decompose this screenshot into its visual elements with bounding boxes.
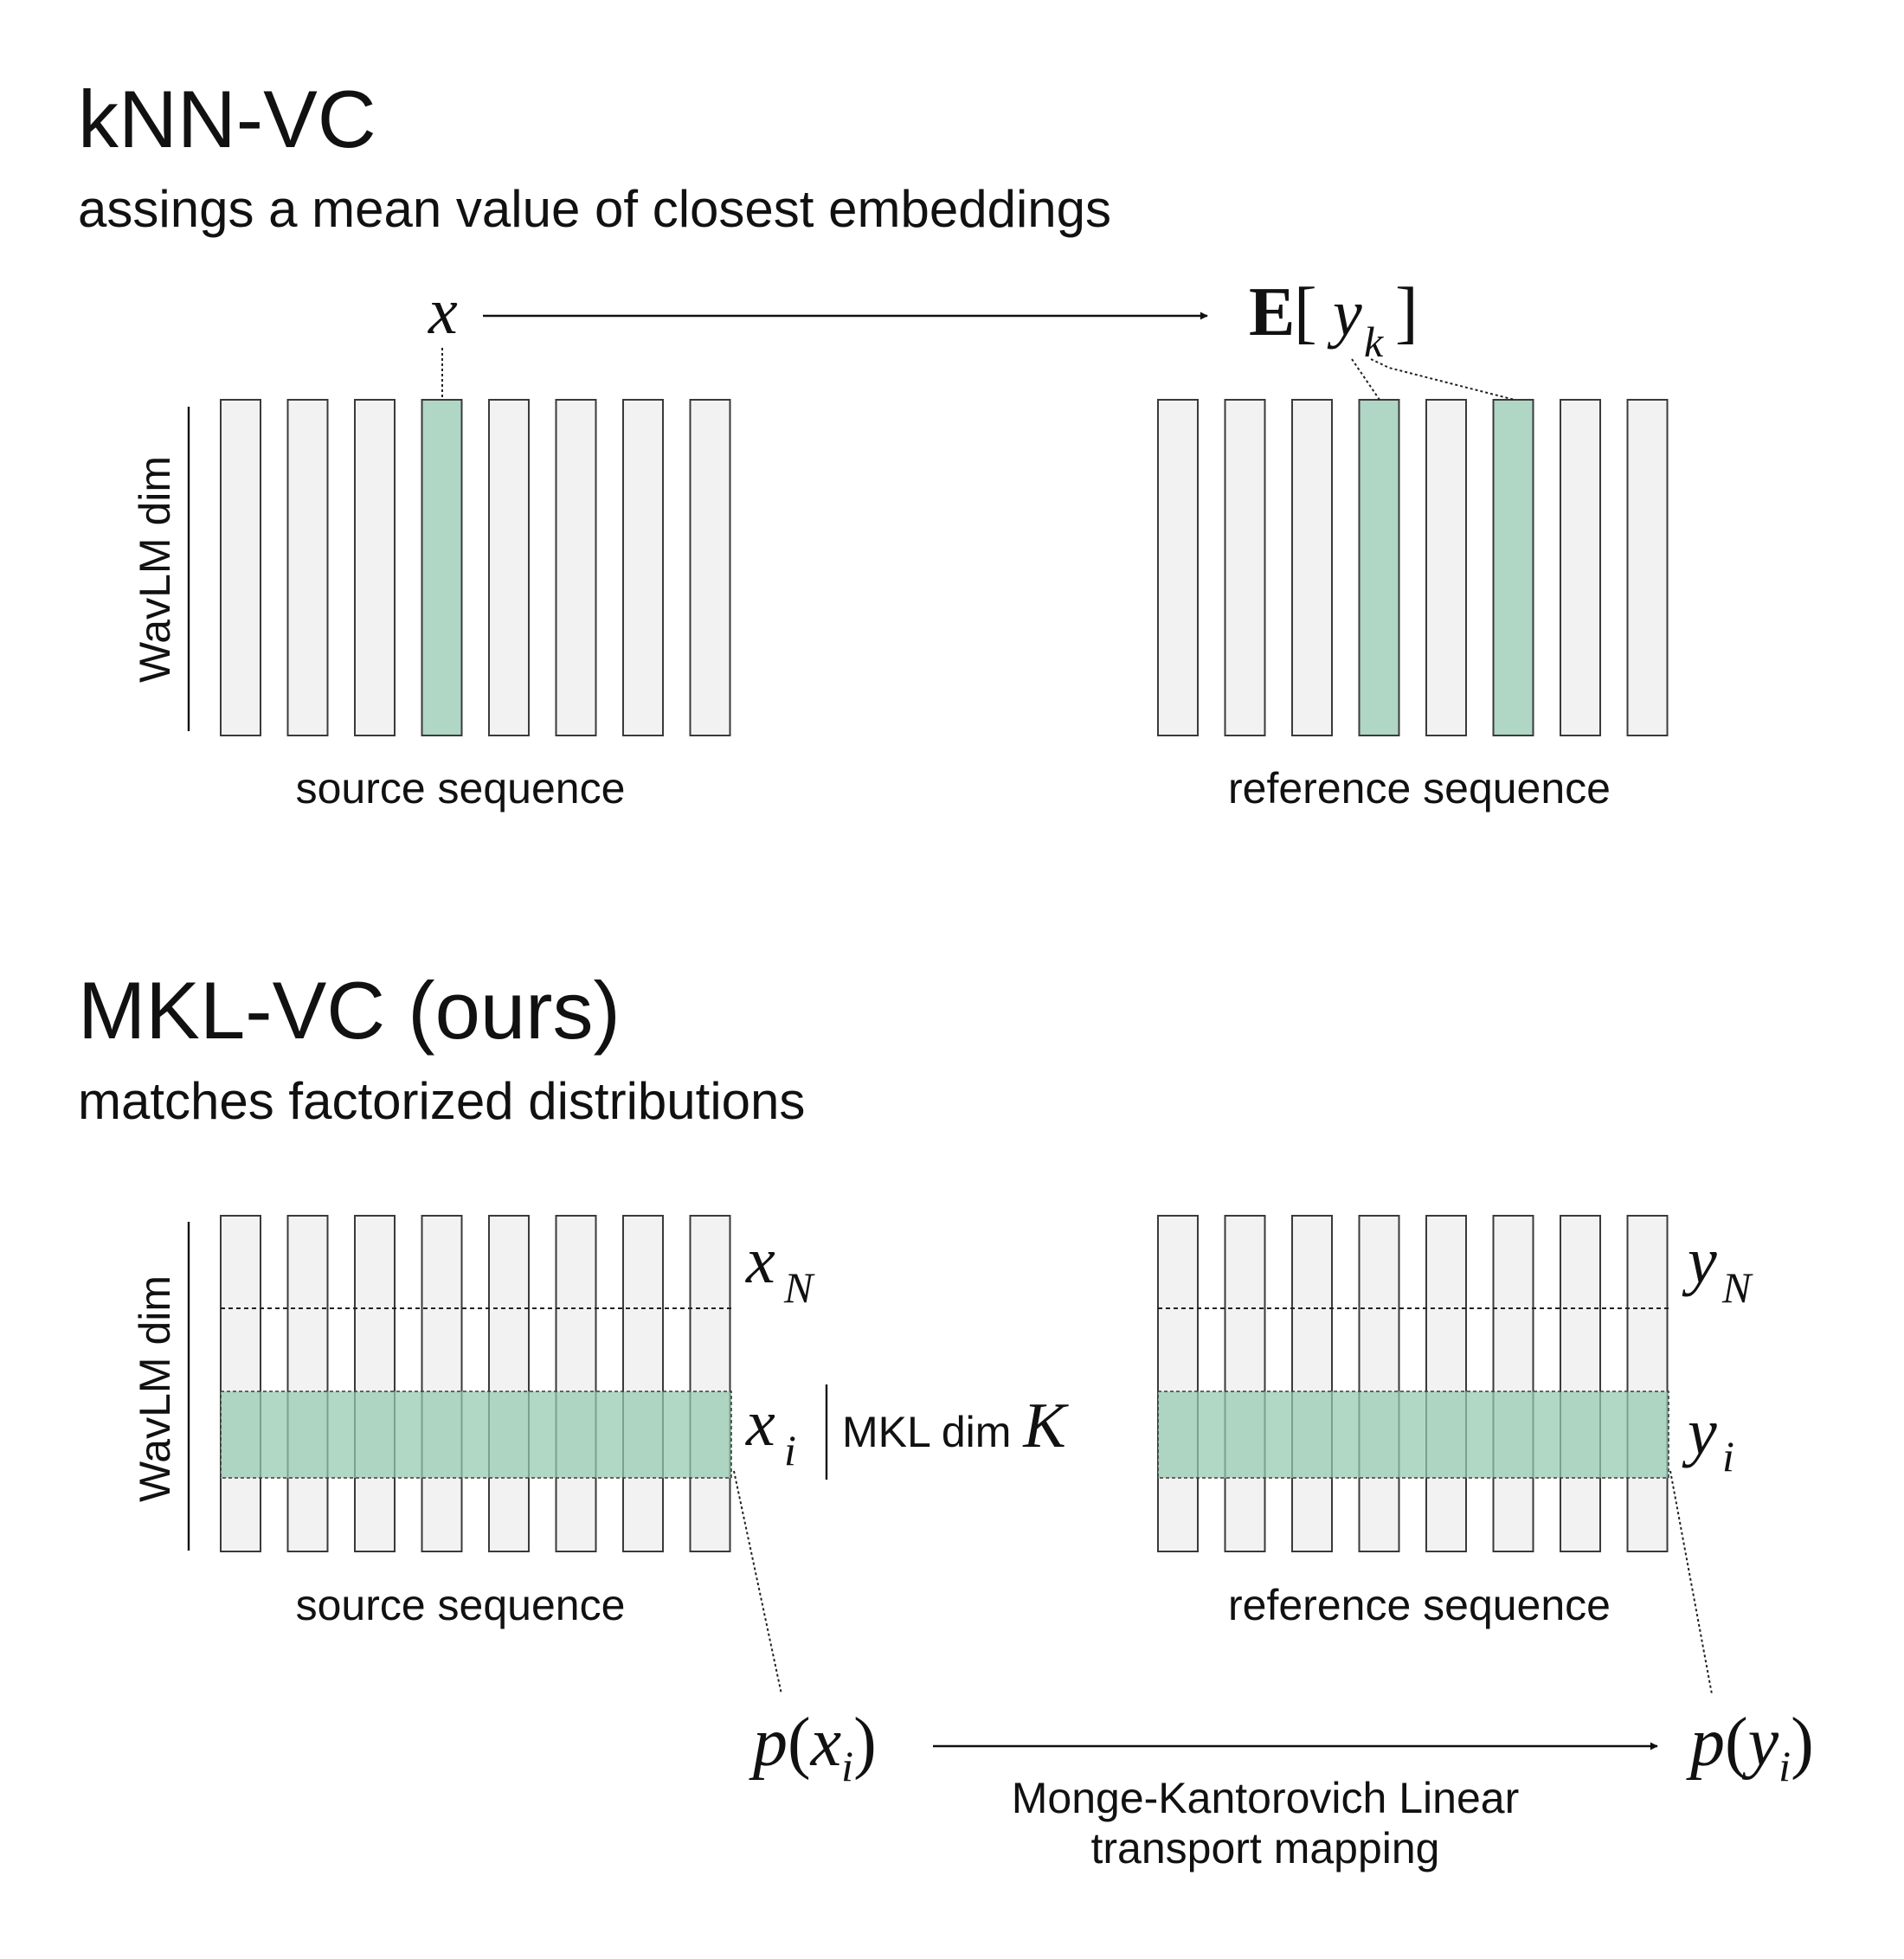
knn-vc-title: kNN-VC [78, 74, 376, 164]
mapping-label-line2: transport mapping [1090, 1824, 1439, 1872]
bottom-reference-bar-4 [1358, 1215, 1400, 1552]
bottom-reference-sequence [1157, 1215, 1669, 1552]
bottom-source-bar-1 [220, 1215, 261, 1552]
top-source-bar-5 [488, 399, 530, 736]
reference-yn-subscript: N [1721, 1263, 1753, 1312]
top-reference-bar-8 [1626, 399, 1669, 736]
expectation-symbol: E [1249, 274, 1295, 350]
bottom-reference-bar-7 [1560, 1215, 1601, 1552]
mkl-dim-label: MKL dim K [842, 1391, 1069, 1461]
bottom-reference-bar-1 [1157, 1215, 1199, 1552]
top-reference-bar-5 [1425, 399, 1467, 736]
bottom-source-sequence [220, 1215, 731, 1552]
source-dist-connector [733, 1470, 782, 1695]
top-ref-connector-2 [1370, 358, 1515, 401]
top-source-label: source sequence [296, 764, 626, 813]
top-reference-bar-7 [1560, 399, 1601, 736]
source-mkl-band [220, 1391, 732, 1479]
bracket-close: ] [1395, 274, 1418, 350]
top-source-var: x [428, 275, 458, 348]
source-xn-var: x [745, 1224, 775, 1297]
bottom-source-bar-5 [488, 1215, 530, 1552]
bottom-source-label: source sequence [296, 1581, 626, 1629]
reference-yi-subscript: i [1722, 1432, 1734, 1480]
top-reference-bar-1 [1157, 399, 1199, 736]
bottom-source-bar-3 [354, 1215, 396, 1552]
source-xi-subscript: i [784, 1426, 796, 1474]
bottom-source-bar-7 [622, 1215, 664, 1552]
target-subscript: k [1364, 318, 1384, 366]
top-reference-bar-3 [1291, 399, 1333, 736]
top-reference-label: reference sequence [1228, 764, 1611, 813]
bottom-reference-bar-8 [1626, 1215, 1669, 1552]
top-source-bar-8 [689, 399, 731, 736]
top-source-bar-6 [555, 399, 597, 736]
top-reference-bar-2 [1224, 399, 1266, 736]
bottom-reference-bar-5 [1425, 1215, 1467, 1552]
reference-distribution: p(yi) [1686, 1705, 1814, 1790]
top-source-bar-3 [354, 399, 396, 736]
target-var: y [1327, 277, 1362, 350]
top-source-sequence [220, 399, 731, 736]
reference-yn-var: y [1682, 1224, 1717, 1297]
bottom-axis-label: WavLM dim [131, 1275, 179, 1502]
top-reference-bar-6 [1492, 399, 1534, 736]
bottom-reference-bar-2 [1224, 1215, 1266, 1552]
bottom-source-bar-4 [421, 1215, 463, 1552]
mapping-label-line1: Monge-Kantorovich Linear [1012, 1774, 1519, 1822]
source-xn-subscript: N [783, 1263, 815, 1312]
knn-vc-subtitle: assings a mean value of closest embeddin… [78, 180, 1111, 238]
top-source-bar-1 [220, 399, 261, 736]
top-axis-label: WavLM dim [131, 456, 179, 683]
top-reference-bar-4 [1358, 399, 1400, 736]
top-source-bar-2 [286, 399, 329, 736]
bottom-source-bar-8 [689, 1215, 731, 1552]
top-source-bar-4 [421, 399, 463, 736]
reference-yi-var: y [1682, 1396, 1717, 1468]
source-distribution: p(xi) [749, 1705, 877, 1790]
bottom-reference-bar-3 [1291, 1215, 1333, 1552]
top-source-bar-7 [622, 399, 664, 736]
bottom-reference-bar-6 [1492, 1215, 1534, 1552]
reference-dist-connector [1669, 1470, 1713, 1695]
mkl-vc-subtitle: matches factorized distributions [78, 1072, 805, 1130]
bottom-source-bar-2 [286, 1215, 329, 1552]
bottom-reference-label: reference sequence [1228, 1581, 1611, 1629]
mkl-dim-var: K [1022, 1391, 1069, 1461]
mkl-vc-title: MKL-VC (ours) [78, 965, 621, 1056]
bottom-source-bar-6 [555, 1215, 597, 1552]
bracket-open: [ [1294, 274, 1317, 350]
source-xi-var: x [745, 1387, 775, 1460]
reference-mkl-band [1157, 1391, 1669, 1479]
top-reference-sequence [1157, 399, 1669, 736]
